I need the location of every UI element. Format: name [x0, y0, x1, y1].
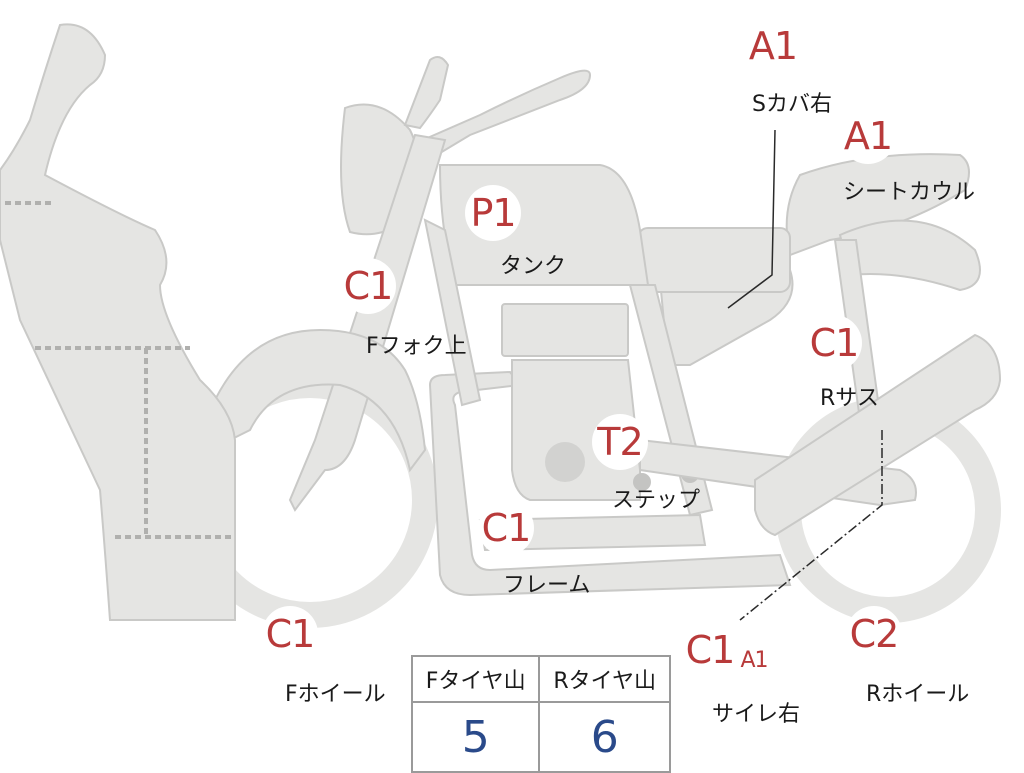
label-step: ステップ [612, 488, 701, 513]
code-badge-tank: P1 [465, 185, 521, 241]
silencer-shape [754, 333, 1002, 537]
engine-cover-shape [545, 442, 585, 482]
code-badge-silencer-right-secondary: A1 [738, 645, 770, 677]
leader-seat-cover [727, 129, 776, 309]
code-badge-silencer-right: C1 [682, 622, 738, 678]
label-rear-suspension: Rサス [820, 386, 879, 411]
label-seat-cover-right: Sカバ右 [752, 92, 832, 117]
tire-table-value-front: 5 [410, 701, 541, 773]
label-tank: タンク [500, 254, 567, 279]
leader-silencer [739, 430, 883, 621]
front-fender-shape [213, 328, 427, 473]
mirror-shape [403, 55, 450, 130]
handlebar-shape [398, 69, 592, 167]
tire-table-header-rear: Rタイヤ山 [538, 655, 671, 703]
code-badge-rear-suspension: C1 [806, 315, 862, 371]
code-badge-seat-cowl: A1 [840, 108, 896, 164]
seat-shape [637, 227, 791, 293]
tire-table-value-rear: 6 [538, 701, 671, 773]
tire-table-header-front: Fタイヤ山 [410, 655, 541, 703]
tail-shape [838, 219, 981, 292]
fairing-shape [0, 23, 236, 621]
code-badge-rear-wheel: C2 [846, 606, 902, 662]
code-badge-front-fork-upper: C1 [340, 258, 396, 314]
code-badge-step: T2 [592, 414, 648, 470]
code-badge-frame: C1 [478, 500, 534, 556]
frame-tube-shape [423, 218, 482, 407]
code-badge-seat-cover-right: A1 [745, 18, 801, 74]
code-badge-front-wheel: C1 [262, 606, 318, 662]
label-seat-cowl: シートカウル [843, 180, 976, 205]
label-rear-wheel: Rホイール [866, 682, 970, 707]
label-silencer-right: サイレ右 [712, 702, 801, 727]
tire-tread-table: Fタイヤ山 Rタイヤ山 5 6 [410, 655, 671, 773]
label-front-wheel: Fホイール [285, 682, 386, 707]
label-frame: フレーム [503, 573, 591, 598]
frame-shape [428, 370, 792, 597]
front-fork-shape [288, 133, 447, 512]
engine-head-shape [501, 303, 629, 357]
label-front-fork-upper: Fフォク上 [366, 334, 467, 359]
